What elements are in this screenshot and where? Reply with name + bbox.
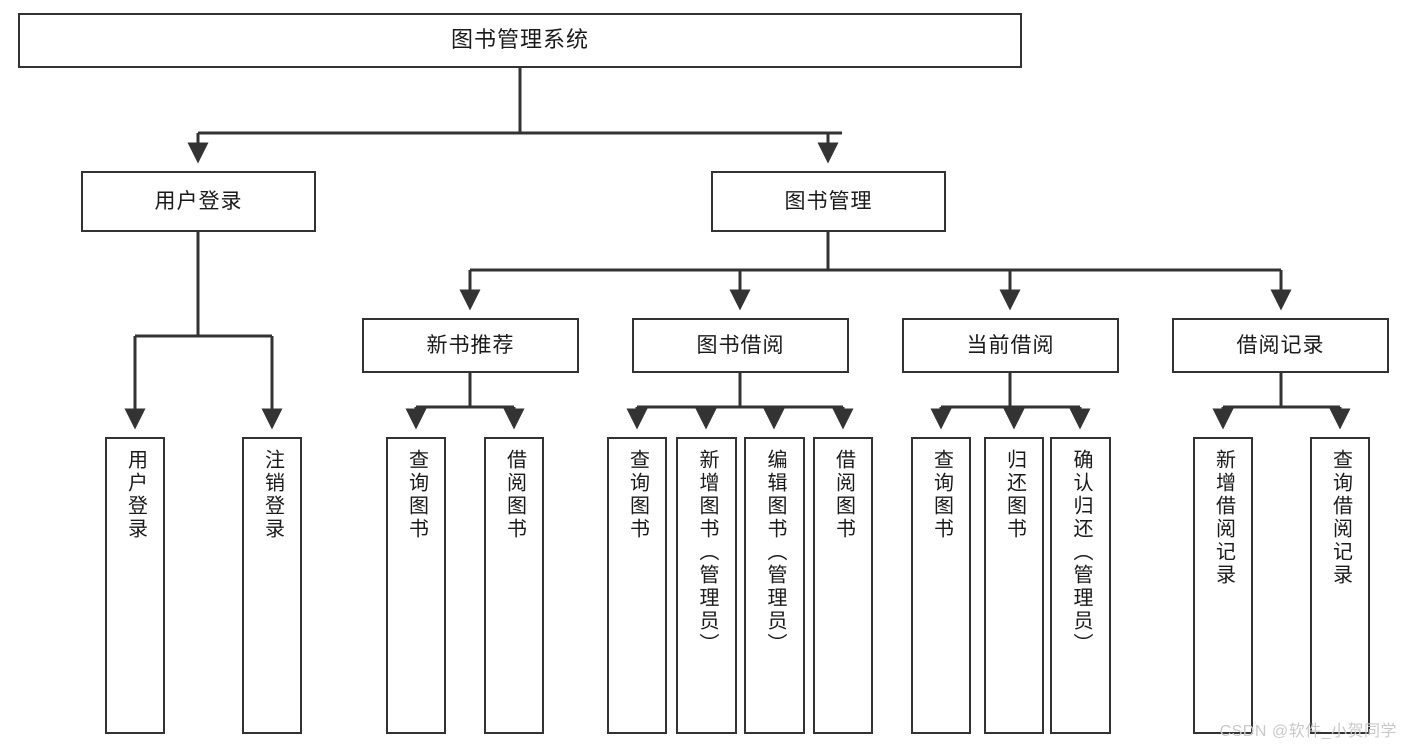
leaf-return-book[interactable]: 归还图书 <box>984 437 1044 734</box>
leaf-logout-label: 注销登录 <box>261 449 284 541</box>
node-borrow-record-label: 借阅记录 <box>1236 333 1325 357</box>
node-root[interactable]: 图书管理系统 <box>18 13 1022 68</box>
leaf-query-book-borrow-label: 查询图书 <box>626 449 649 541</box>
leaf-borrow-book-rec-label: 借阅图书 <box>503 449 526 541</box>
node-book-manage-label: 图书管理 <box>784 189 873 213</box>
node-book-borrow-label: 图书借阅 <box>696 333 785 357</box>
leaf-user-login[interactable]: 用户登录 <box>105 437 165 734</box>
node-current-borrow-label: 当前借阅 <box>966 333 1055 357</box>
leaf-logout[interactable]: 注销登录 <box>242 437 302 734</box>
leaf-add-book[interactable]: 新增图书（管理员） <box>676 437 737 734</box>
leaf-return-book-label: 归还图书 <box>1003 449 1026 541</box>
leaf-edit-book-label: 编辑图书（管理员） <box>764 449 786 656</box>
leaf-borrow-book[interactable]: 借阅图书 <box>813 437 873 734</box>
node-new-book-rec-label: 新书推荐 <box>426 333 515 357</box>
node-user-login-label: 用户登录 <box>154 189 243 213</box>
leaf-query-book-borrow[interactable]: 查询图书 <box>607 437 667 734</box>
leaf-add-book-label: 新增图书（管理员） <box>696 449 718 656</box>
leaf-query-record-label: 查询借阅记录 <box>1329 449 1352 587</box>
node-book-manage[interactable]: 图书管理 <box>711 171 946 232</box>
node-borrow-record[interactable]: 借阅记录 <box>1172 318 1389 373</box>
leaf-query-book-cur[interactable]: 查询图书 <box>911 437 971 734</box>
node-user-login[interactable]: 用户登录 <box>81 171 316 232</box>
node-new-book-rec[interactable]: 新书推荐 <box>362 318 579 373</box>
leaf-borrow-book-label: 借阅图书 <box>832 449 855 541</box>
node-book-borrow[interactable]: 图书借阅 <box>632 318 849 373</box>
leaf-edit-book[interactable]: 编辑图书（管理员） <box>744 437 805 734</box>
leaf-add-record-label: 新增借阅记录 <box>1212 449 1235 587</box>
leaf-borrow-book-rec[interactable]: 借阅图书 <box>484 437 544 734</box>
leaf-query-record[interactable]: 查询借阅记录 <box>1310 437 1370 734</box>
leaf-query-book-cur-label: 查询图书 <box>930 449 953 541</box>
node-current-borrow[interactable]: 当前借阅 <box>902 318 1119 373</box>
leaf-query-book-rec[interactable]: 查询图书 <box>386 437 446 734</box>
watermark: CSDN @软件_小贺同学 <box>1219 723 1397 740</box>
leaf-user-login-label: 用户登录 <box>124 449 147 541</box>
leaf-confirm-return-label: 确认归还（管理员） <box>1070 449 1092 656</box>
leaf-query-book-rec-label: 查询图书 <box>405 449 428 541</box>
node-root-label: 图书管理系统 <box>450 27 589 53</box>
leaf-add-record[interactable]: 新增借阅记录 <box>1193 437 1253 734</box>
leaf-confirm-return[interactable]: 确认归还（管理员） <box>1050 437 1111 734</box>
